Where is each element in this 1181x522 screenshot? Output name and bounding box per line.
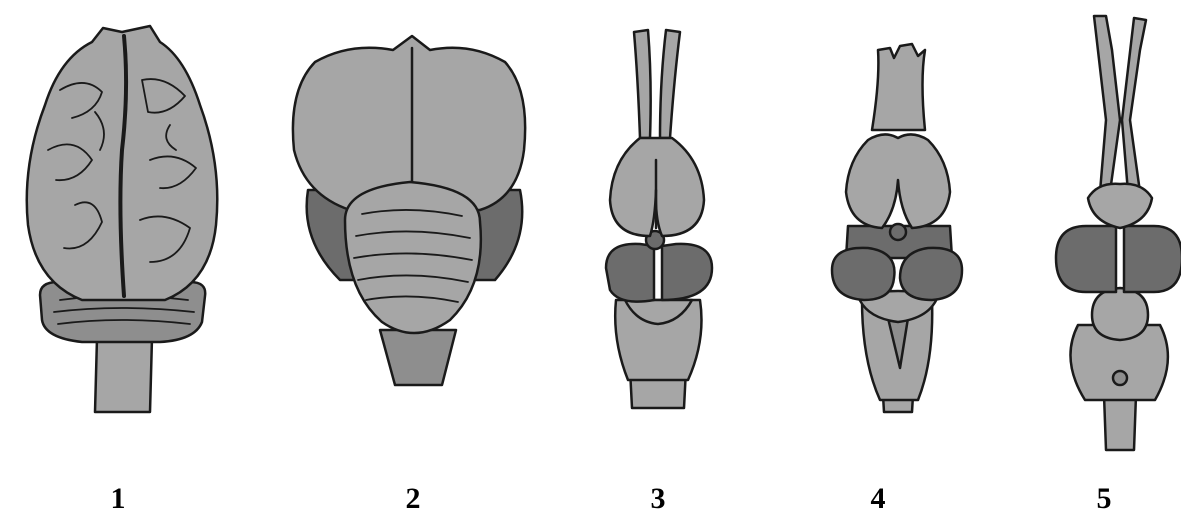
brain-2-bird [293,36,525,385]
brain-4-amphibian [832,44,962,412]
brain-2-brainstem [380,330,456,385]
brain-1-mammal [27,26,218,412]
brain-4-pineal [890,224,906,240]
brain-4-label: 4 [858,484,898,514]
brain-5-spinal-cord [1104,395,1136,450]
brain-4-cerebral-hemispheres [846,134,950,228]
brain-5-label: 5 [1084,484,1124,514]
brain-2-label: 2 [393,484,433,514]
brain-3-olfactory-tracts [634,30,680,138]
brain-5-cerebellum [1092,288,1148,340]
brain-5-olfactory-tracts [1094,16,1146,192]
brain-3-reptile [606,30,712,408]
brain-5-hypophysis [1113,371,1127,385]
brain-1-label: 1 [98,484,138,514]
brain-3-label: 3 [638,484,678,514]
brain-5-forebrain [1088,184,1152,228]
brain-1-spinal-cord [95,338,152,412]
brain-4-olfactory-bulbs [872,44,925,130]
brain-3-optic-lobes [606,244,712,302]
brain-5-optic-lobes [1056,226,1181,292]
brain-5-fish [1056,16,1181,450]
